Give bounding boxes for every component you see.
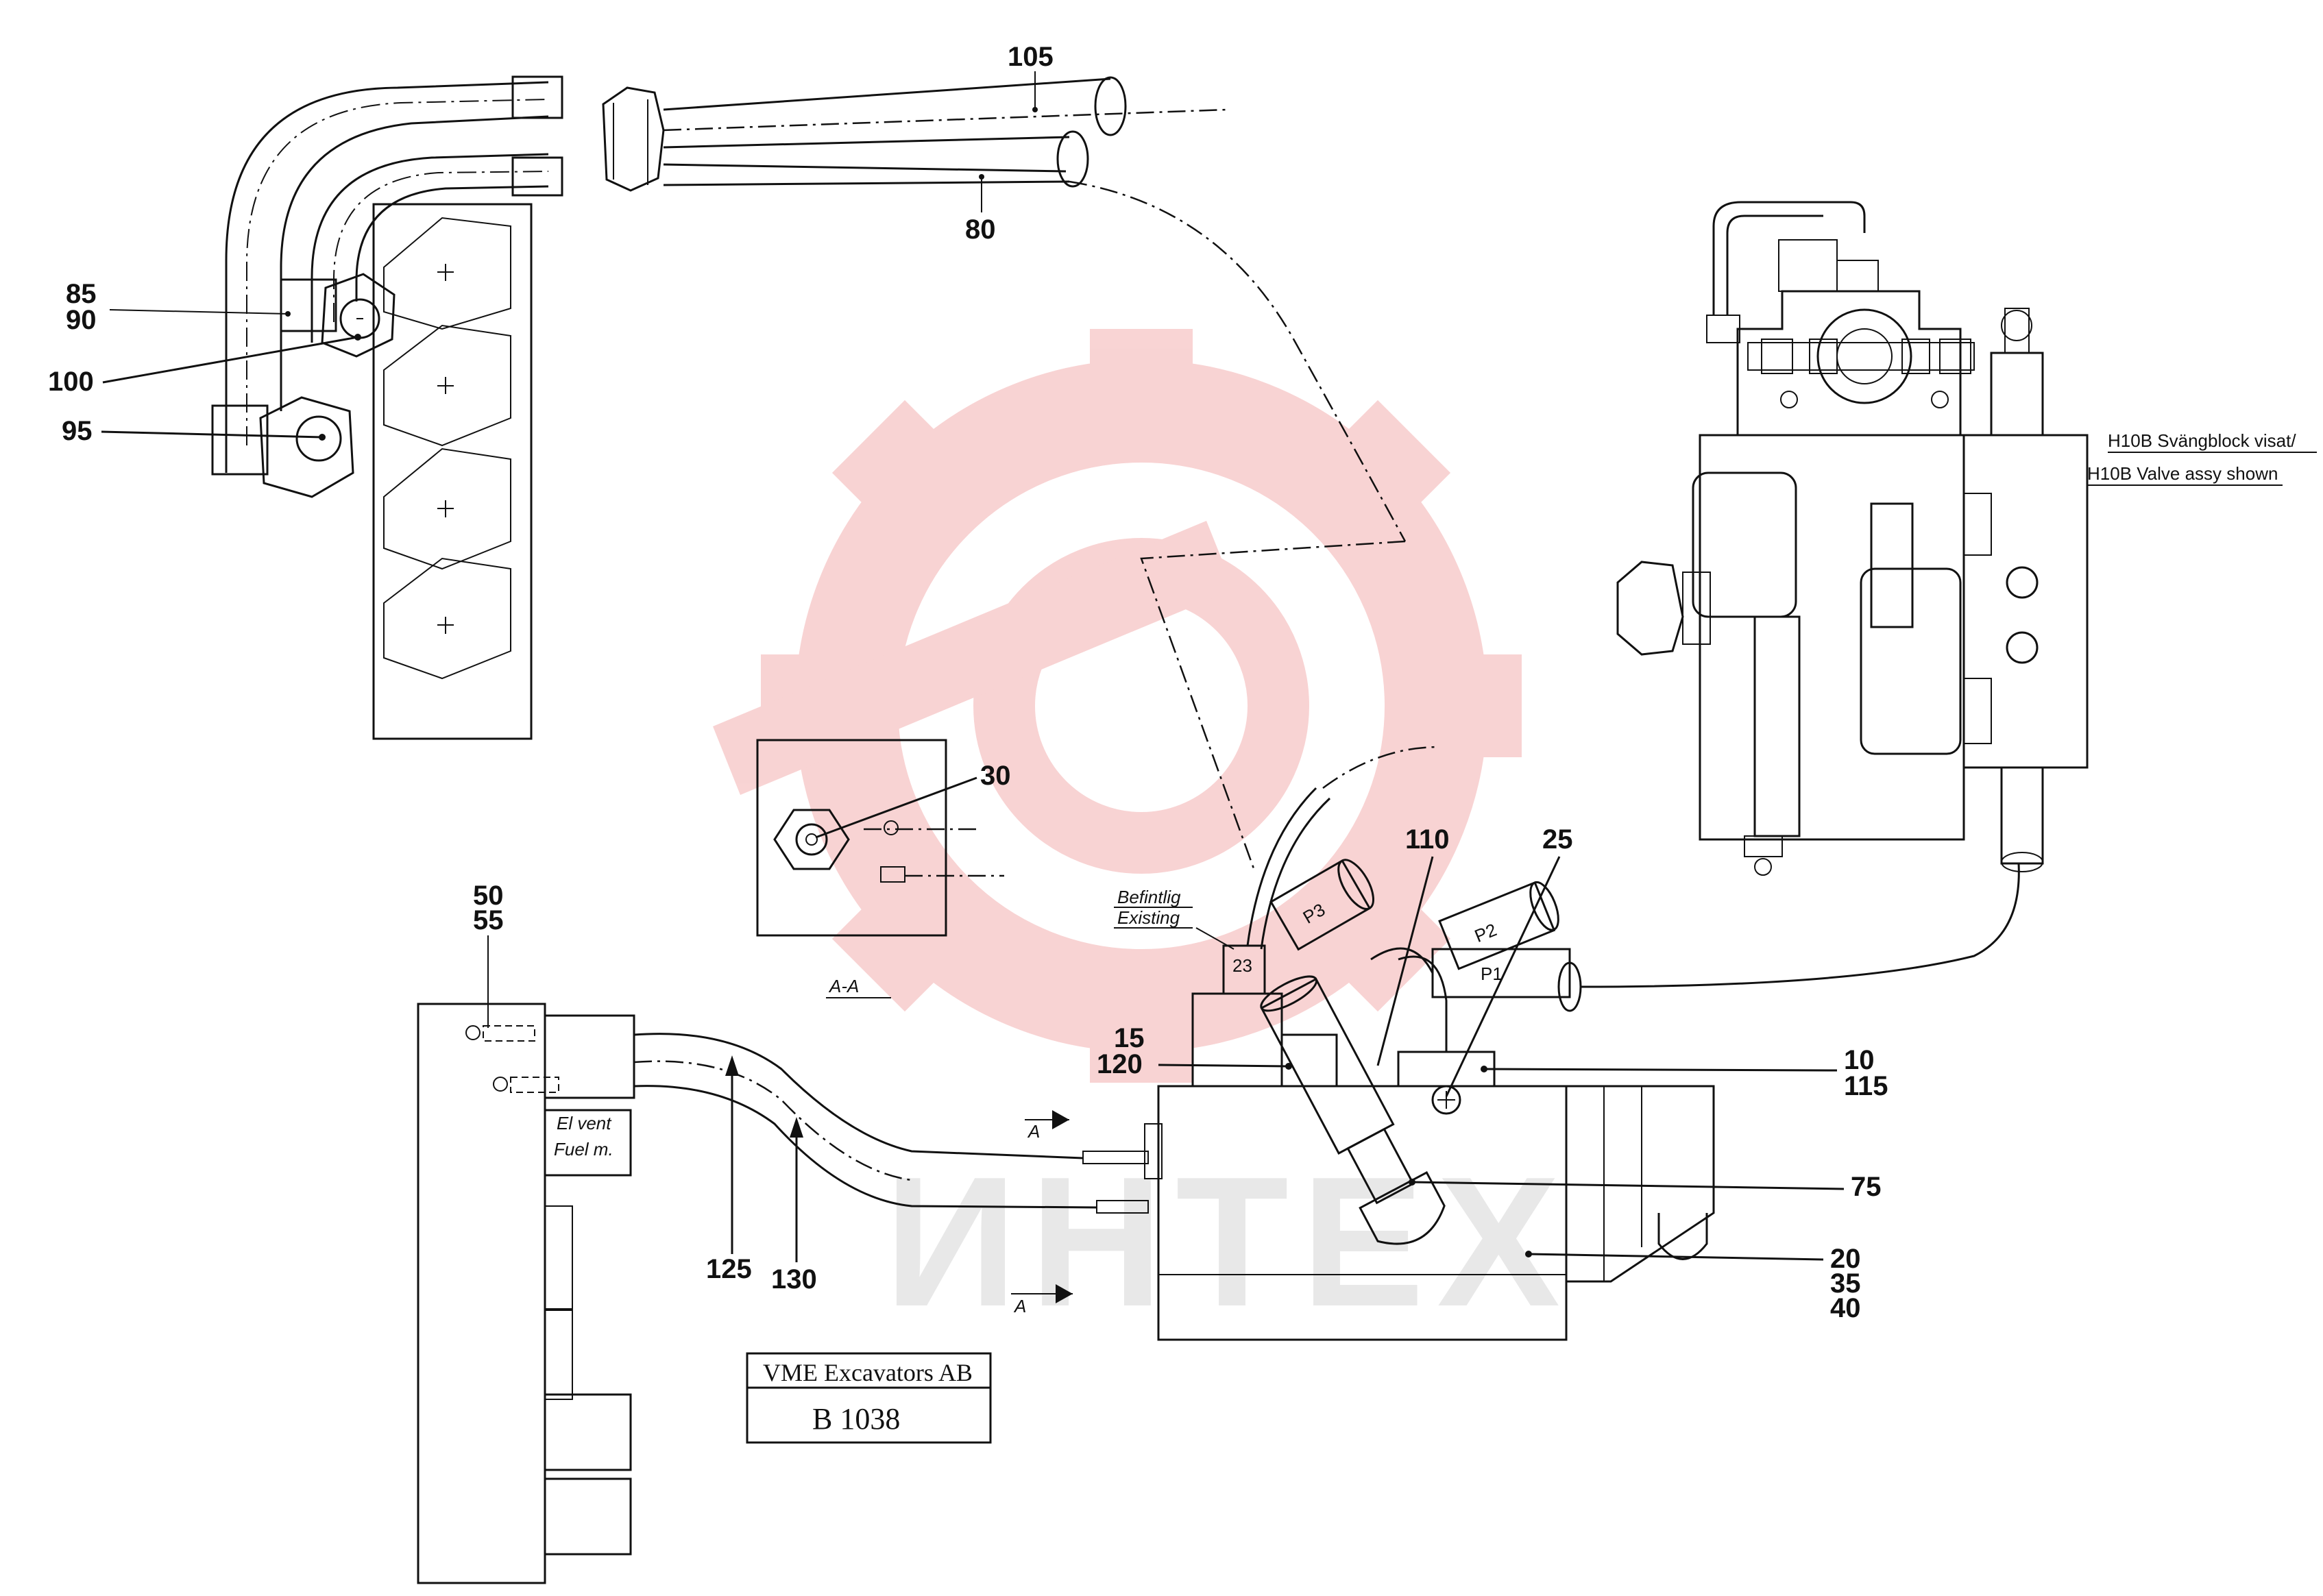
section-marker-bottom: A xyxy=(1011,1284,1073,1316)
svg-text:100: 100 xyxy=(48,367,94,397)
svg-text:A: A xyxy=(1013,1296,1026,1316)
gear-icon xyxy=(713,329,1522,1083)
part-label-75: 75 xyxy=(1409,1172,1882,1202)
part-label-130: 130 xyxy=(771,1117,817,1294)
svg-text:15: 15 xyxy=(1114,1023,1145,1053)
part-label-10-115: 10 115 xyxy=(1481,1045,1888,1101)
section-title: A-A xyxy=(828,976,859,996)
svg-text:30: 30 xyxy=(980,761,1011,791)
part-label-25: 25 xyxy=(1445,824,1573,1097)
fitting-number: 23 xyxy=(1232,955,1252,976)
section-a-a: A-A xyxy=(756,739,1004,998)
svg-text:H10B Valve assy shown: H10B Valve assy shown xyxy=(2087,463,2278,484)
valve-assembly-right xyxy=(1616,201,2089,876)
part-label-125: 125 xyxy=(706,1055,752,1284)
watermark-logo: ИНТЕХ xyxy=(713,329,1572,1345)
part-label-20-35-40: 20 35 40 xyxy=(1525,1244,1861,1323)
part-label-85-90: 85 90 xyxy=(66,279,291,335)
el-vent-label: El vent xyxy=(557,1113,612,1133)
svg-text:125: 125 xyxy=(706,1254,752,1284)
svg-text:10: 10 xyxy=(1844,1045,1875,1075)
watermark-text: ИНТЕХ xyxy=(884,1139,1572,1345)
fuel-m-label: Fuel m. xyxy=(554,1139,613,1159)
svg-text:115: 115 xyxy=(1844,1071,1888,1101)
part-label-50-55: 50 55 xyxy=(473,881,504,1028)
svg-text:40: 40 xyxy=(1830,1293,1861,1323)
svg-text:20: 20 xyxy=(1830,1244,1861,1274)
valve-note: H10B Svängblock visat/ H10B Valve assy s… xyxy=(2087,430,2317,486)
part-label-80: 80 xyxy=(965,174,996,245)
hoses-125-130 xyxy=(633,1033,1149,1214)
svg-text:110: 110 xyxy=(1405,824,1450,855)
part-label-105: 105 xyxy=(1008,42,1054,112)
drawing-number: B 1038 xyxy=(812,1402,900,1436)
part-label-30: 30 xyxy=(815,761,1011,839)
title-block: VME Excavators AB B 1038 xyxy=(746,1352,992,1444)
svg-text:75: 75 xyxy=(1851,1172,1882,1202)
part-label-95: 95 xyxy=(62,416,326,446)
company-name: VME Excavators AB xyxy=(763,1359,973,1386)
section-marker-top: A xyxy=(1025,1110,1069,1142)
befintlig-label: Befintlig xyxy=(1117,887,1181,907)
svg-text:A: A xyxy=(1027,1121,1040,1142)
part-label-15-120: 15 120 xyxy=(1097,1023,1292,1079)
svg-text:85: 85 xyxy=(66,279,97,309)
port-p1-label: P1 xyxy=(1481,963,1503,984)
svg-text:105: 105 xyxy=(1008,42,1054,72)
svg-text:55: 55 xyxy=(473,905,504,935)
svg-text:90: 90 xyxy=(66,305,97,335)
manifold-block xyxy=(372,203,533,740)
part-label-100: 100 xyxy=(48,334,361,397)
svg-text:80: 80 xyxy=(965,214,996,245)
svg-text:95: 95 xyxy=(62,416,93,446)
svg-text:35: 35 xyxy=(1830,1268,1861,1299)
part-label-110: 110 xyxy=(1376,824,1450,1066)
svg-text:50: 50 xyxy=(473,881,504,911)
port-p2-label: P2 xyxy=(1472,919,1500,946)
pipe-assembly xyxy=(211,75,1407,542)
svg-text:25: 25 xyxy=(1542,824,1573,855)
existing-label: Existing xyxy=(1117,907,1180,928)
svg-text:120: 120 xyxy=(1097,1049,1143,1079)
svg-text:130: 130 xyxy=(771,1264,817,1294)
control-panel: El vent Fuel m. xyxy=(417,1003,635,1584)
svg-text:H10B Svängblock visat/: H10B Svängblock visat/ xyxy=(2108,430,2296,451)
